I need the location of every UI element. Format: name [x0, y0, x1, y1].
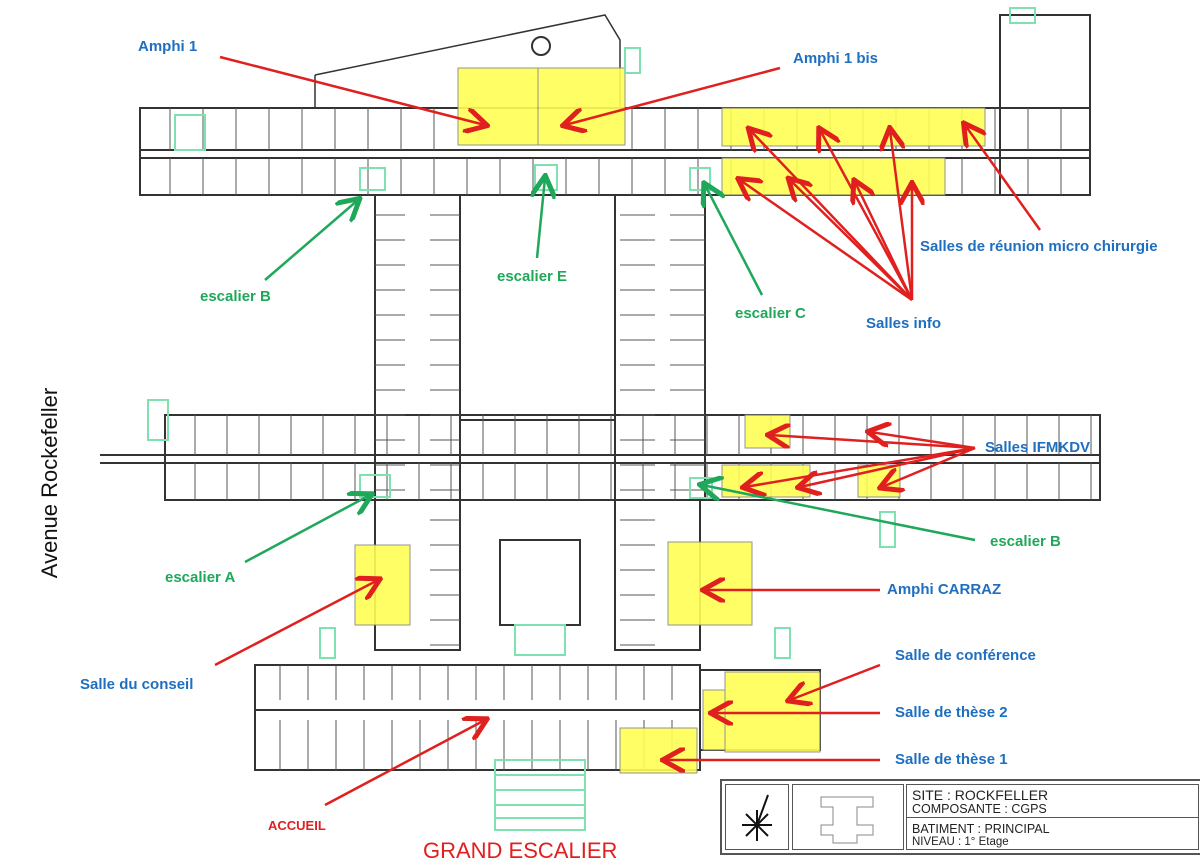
label-escalier-e: escalier E: [497, 268, 568, 285]
street-label: Avenue Rockefeller: [37, 387, 62, 579]
label-salle-conseil: Salle du conseil: [80, 676, 194, 693]
label-salle-conference: Salle de conférence: [895, 647, 1036, 664]
info-cell: [906, 784, 1199, 850]
compass-rose-icon: [742, 794, 772, 841]
title-block: SITE : ROCKFELLER COMPOSANTE : CGPS BATI…: [720, 779, 1200, 855]
label-escalier-a: escalier A: [165, 569, 236, 586]
label-amphi-1-bis: Amphi 1 bis: [793, 50, 879, 67]
site-text: SITE : ROCKFELLER: [912, 787, 1049, 803]
room-conseil: [354, 544, 411, 626]
key-plan-cell: [792, 784, 904, 850]
label-salle-these-1: Salle de thèse 1: [895, 751, 1008, 768]
label-escalier-b-right: escalier B: [990, 533, 1061, 550]
room-dividers: [169, 108, 1092, 770]
label-escalier-b-left: escalier B: [200, 288, 271, 305]
compass-cell: [725, 784, 789, 850]
room-carraz: [667, 541, 753, 626]
arrows-red: [214, 55, 1042, 807]
batiment-text: BATIMENT : PRINCIPAL: [912, 822, 1050, 836]
label-grand-escalier: GRAND ESCALIER: [423, 838, 618, 862]
key-plan-icon: [820, 796, 874, 844]
label-salles-reunion: Salles de réunion micro chirurgie: [920, 238, 1158, 255]
niveau-text: NIVEAU : 1° Etage: [912, 836, 1009, 848]
room-amphi-1: [457, 67, 539, 146]
highlighted-rooms: [354, 67, 986, 774]
label-accueil: ACCUEIL: [268, 818, 326, 833]
room-these-1: [619, 727, 698, 774]
room-these-2: [702, 689, 726, 751]
label-amphi-carraz: Amphi CARRAZ: [887, 581, 1002, 598]
arrows-green: [244, 178, 976, 564]
composante-text: COMPOSANTE : CGPS: [912, 802, 1047, 816]
label-escalier-c: escalier C: [735, 305, 806, 322]
label-salles-info: Salles info: [866, 315, 942, 332]
label-salle-these-2: Salle de thèse 2: [895, 704, 1008, 721]
room-amphi-1-bis: [537, 67, 626, 146]
label-salles-ifmkdv: Salles IFMKDV: [985, 439, 1091, 456]
room-ifmkdv-1: [744, 414, 791, 449]
label-amphi-1: Amphi 1: [138, 38, 198, 55]
